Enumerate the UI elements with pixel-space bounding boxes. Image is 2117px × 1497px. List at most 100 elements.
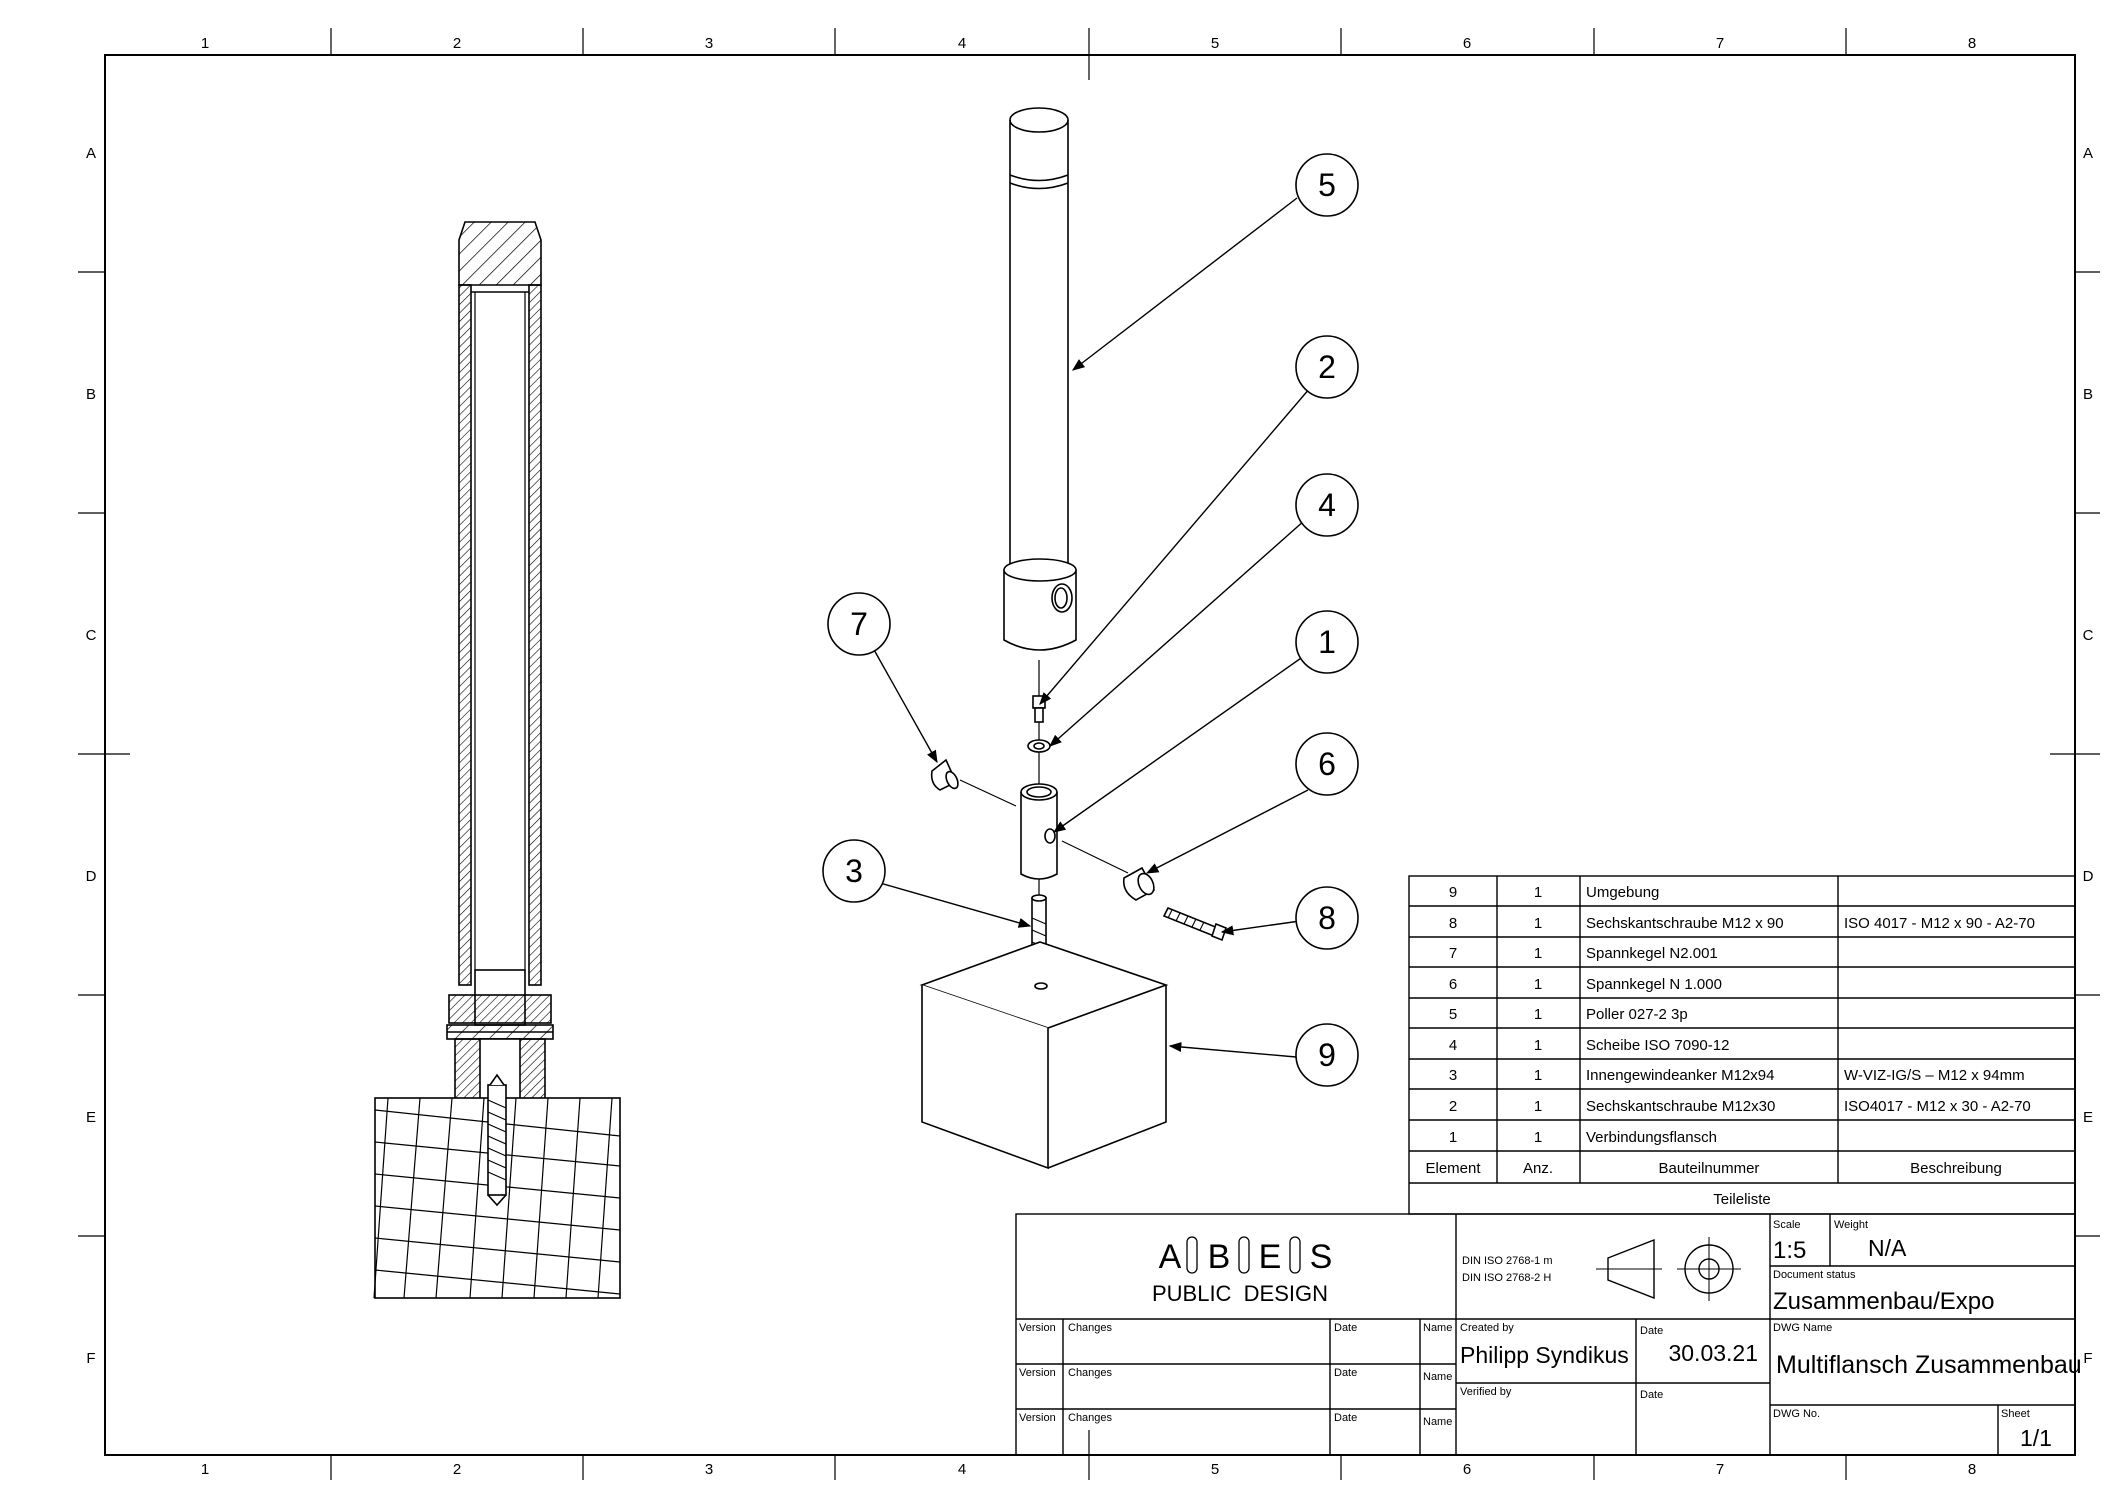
balloon-circle (822, 839, 886, 903)
bolt-part (1162, 906, 1227, 942)
parts-cell-element: 2 (1449, 1098, 1457, 1115)
col-label: 7 (1716, 35, 1724, 52)
ground-block-part (919, 941, 1169, 1170)
dwg-name-value: Multiflansch Zusammenbau (1776, 1351, 2082, 1379)
balloon-label: 8 (1318, 900, 1336, 936)
verified-by-label: Verified by (1460, 1386, 1512, 1398)
parts-cell-element: 7 (1449, 945, 1457, 962)
parts-cell-qty: 1 (1534, 1006, 1542, 1023)
parts-list-text: 9 8 7 6 5 4 3 2 1 1 1 1 1 1 1 1 1 1 Elem… (1425, 884, 2034, 1208)
balloon-label: 2 (1318, 349, 1336, 385)
balloon-circle (827, 592, 891, 656)
row-label: D (86, 868, 97, 885)
logo-letter: B (1208, 1238, 1231, 1276)
created-by-label: Created by (1460, 1322, 1514, 1334)
parts-cell-part: Umgebung (1586, 884, 1659, 901)
balloon-circle (1295, 1023, 1359, 1087)
col-label: 7 (1716, 1461, 1724, 1478)
balloons (822, 153, 1359, 1087)
parts-cell-desc: ISO4017 - M12 x 30 - A2-70 (1844, 1098, 2031, 1115)
row-label: E (86, 1109, 96, 1126)
row-label: F (2083, 1350, 2092, 1367)
balloon-circle (1295, 886, 1359, 950)
parts-cell-element: 6 (1449, 976, 1457, 993)
col-label: 6 (1463, 1461, 1471, 1478)
rev-version-label: Version (1019, 1412, 1056, 1424)
doc-status-value: Zusammenbau/Expo (1773, 1288, 1994, 1315)
rev-changes-label: Changes (1068, 1412, 1113, 1424)
parts-cell-qty: 1 (1534, 945, 1542, 962)
row-label: A (86, 145, 96, 162)
parts-cell-part: Poller 027-2 3p (1586, 1006, 1688, 1023)
weight-value: N/A (1868, 1235, 1907, 1261)
cone-part-7 (930, 758, 959, 791)
parts-cell-part: Spannkegel N2.001 (1586, 945, 1718, 962)
company-logo: A B E S PUBLIC DESIGN (1152, 1236, 1332, 1306)
parts-cell-part: Sechskantschraube M12x30 (1586, 1098, 1775, 1115)
row-labels-left: A B C D E F (86, 145, 97, 1367)
title-block (1015, 1213, 2076, 1456)
balloon-label: 7 (850, 606, 868, 642)
col-label: 5 (1211, 35, 1219, 52)
parts-cell-part: Spannkegel N 1.000 (1586, 976, 1722, 993)
row-label: F (86, 1350, 95, 1367)
parts-cell-part: Innengewindeanker M12x94 (1586, 1067, 1774, 1084)
rev-date-label: Date (1334, 1367, 1357, 1379)
parts-header-qty: Anz. (1523, 1160, 1553, 1177)
created-by-value: Philipp Syndikus (1460, 1342, 1629, 1368)
balloon-circle (1295, 732, 1359, 796)
parts-cell-qty: 1 (1534, 1067, 1542, 1084)
col-label: 3 (705, 35, 713, 52)
projection-symbol-icon (1596, 1237, 1741, 1301)
sheet-value: 1/1 (2020, 1425, 2052, 1451)
parts-cell-element: 1 (1449, 1129, 1457, 1146)
revision-rows: Version Changes Date Name Version Change… (1019, 1322, 1452, 1428)
logo-letter: A (1159, 1238, 1182, 1276)
row-label: A (2083, 145, 2093, 162)
parts-cell-element: 8 (1449, 915, 1457, 932)
cone-part-6 (1122, 866, 1156, 901)
parts-cell-part: Verbindungsflansch (1586, 1129, 1717, 1146)
rev-version-label: Version (1019, 1322, 1056, 1334)
balloon-label: 3 (845, 853, 863, 889)
parts-cell-qty: 1 (1534, 1098, 1542, 1115)
tolerance-standard-2: DIN ISO 2768-2 H (1462, 1272, 1551, 1284)
balloon-label: 6 (1318, 746, 1336, 782)
document-info: Scale 1:5 Weight N/A Document status Zus… (1773, 1219, 2082, 1451)
col-label: 1 (201, 1461, 209, 1478)
rev-changes-label: Changes (1068, 1322, 1113, 1334)
approval-fields: Created by Philipp Syndikus Date 30.03.2… (1460, 1322, 1758, 1401)
col-label: 8 (1968, 35, 1976, 52)
rev-changes-label: Changes (1068, 1367, 1113, 1379)
washer-part (1027, 739, 1051, 753)
date-label-2: Date (1640, 1389, 1663, 1401)
balloon-label: 5 (1318, 167, 1336, 203)
flange-part (1020, 783, 1058, 880)
column-labels-bottom: 1 2 3 4 5 6 7 8 (201, 1461, 1976, 1478)
col-label: 4 (958, 1461, 966, 1478)
rev-name-label: Name (1423, 1322, 1452, 1334)
row-label: D (2083, 868, 2094, 885)
parts-list-caption: Teileliste (1713, 1191, 1771, 1208)
doc-status-label: Document status (1773, 1269, 1856, 1281)
parts-header-part: Bauteilnummer (1659, 1160, 1760, 1177)
section-view (373, 221, 621, 1299)
row-label: C (2083, 627, 2094, 644)
parts-cell-element: 9 (1449, 884, 1457, 901)
row-label: B (86, 386, 96, 403)
rev-version-label: Version (1019, 1367, 1056, 1379)
parts-cell-qty: 1 (1534, 1129, 1542, 1146)
balloon-label: 1 (1318, 624, 1336, 660)
parts-list-table (1408, 875, 2076, 1215)
exploded-view (919, 107, 1227, 1170)
row-label: E (2083, 1109, 2093, 1126)
parts-cell-qty: 1 (1534, 976, 1542, 993)
parts-cell-desc: W-VIZ-IG/S – M12 x 94mm (1844, 1067, 2025, 1084)
parts-cell-element: 5 (1449, 1006, 1457, 1023)
parts-header-element: Element (1425, 1160, 1481, 1177)
col-label: 1 (201, 35, 209, 52)
date-value: 30.03.21 (1668, 1340, 1758, 1366)
col-label: 5 (1211, 1461, 1219, 1478)
parts-cell-qty: 1 (1534, 884, 1542, 901)
